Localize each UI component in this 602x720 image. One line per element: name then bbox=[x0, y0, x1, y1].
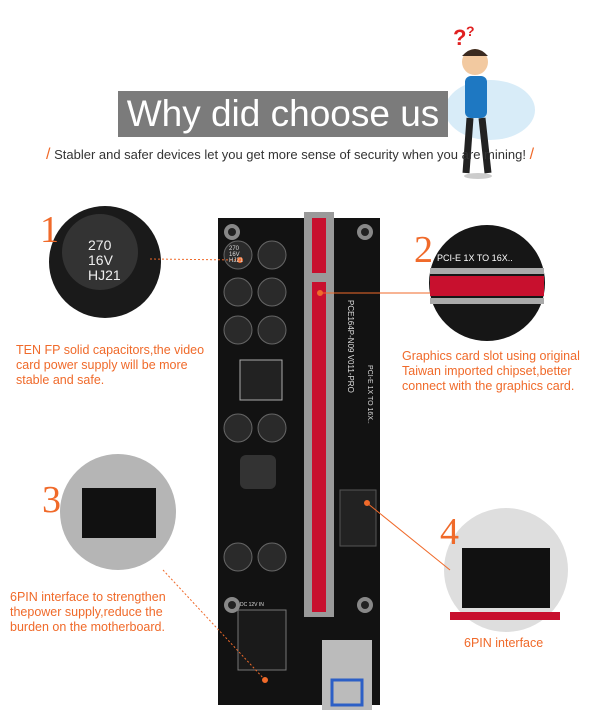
slot-closeup-text: PCI-E 1X TO 16X.. bbox=[437, 253, 513, 263]
cap-voltage: 16V bbox=[88, 252, 113, 268]
board-cap-code: HJ21 bbox=[229, 258, 244, 264]
board-model: PCE164P-N09 V011-PRO bbox=[345, 300, 355, 393]
svg-text:?: ? bbox=[466, 23, 475, 39]
page-title: Why did choose us bbox=[118, 91, 448, 137]
dc-label: DC 12V IN bbox=[240, 602, 264, 608]
feature-3-caption: 6PIN interface to strengthen thepower su… bbox=[10, 590, 166, 634]
board-version-text: V011-PRO bbox=[346, 354, 355, 393]
board-cap-voltage: 16V bbox=[229, 252, 240, 258]
board-label: PCI-E 1X TO 16X.. bbox=[366, 365, 373, 424]
feature-3-number: 3 bbox=[42, 479, 61, 521]
slash-right: / bbox=[529, 146, 535, 163]
feature-2-caption: Graphics card slot using original Taiwan… bbox=[402, 349, 580, 393]
feature-1-number: 1 bbox=[40, 209, 59, 251]
cap-value: 270 bbox=[88, 237, 112, 253]
feature-4-number: 4 bbox=[440, 511, 459, 553]
board-model-text: PCE164P-N09 bbox=[346, 300, 355, 353]
svg-text:?: ? bbox=[453, 25, 466, 50]
capacitor-closeup-text: 270 16V HJ21 bbox=[88, 238, 121, 283]
feature-1-caption: TEN FP solid capacitors,the video card p… bbox=[16, 343, 205, 387]
feature-4-caption: 6PIN interface bbox=[464, 636, 544, 650]
subtitle-text: Stabler and safer devices let you get mo… bbox=[54, 147, 526, 162]
slash-left: / bbox=[46, 146, 51, 163]
cap-code: HJ21 bbox=[88, 267, 121, 283]
confused-person-icon: ? ? bbox=[445, 23, 535, 179]
board-cap-text: 270 16V HJ21 bbox=[229, 246, 243, 264]
riser-board bbox=[218, 212, 380, 710]
subtitle: / Stabler and safer devices let you get … bbox=[46, 146, 566, 164]
board-cap-value: 270 bbox=[229, 246, 240, 252]
feature-2-number: 2 bbox=[414, 229, 433, 271]
